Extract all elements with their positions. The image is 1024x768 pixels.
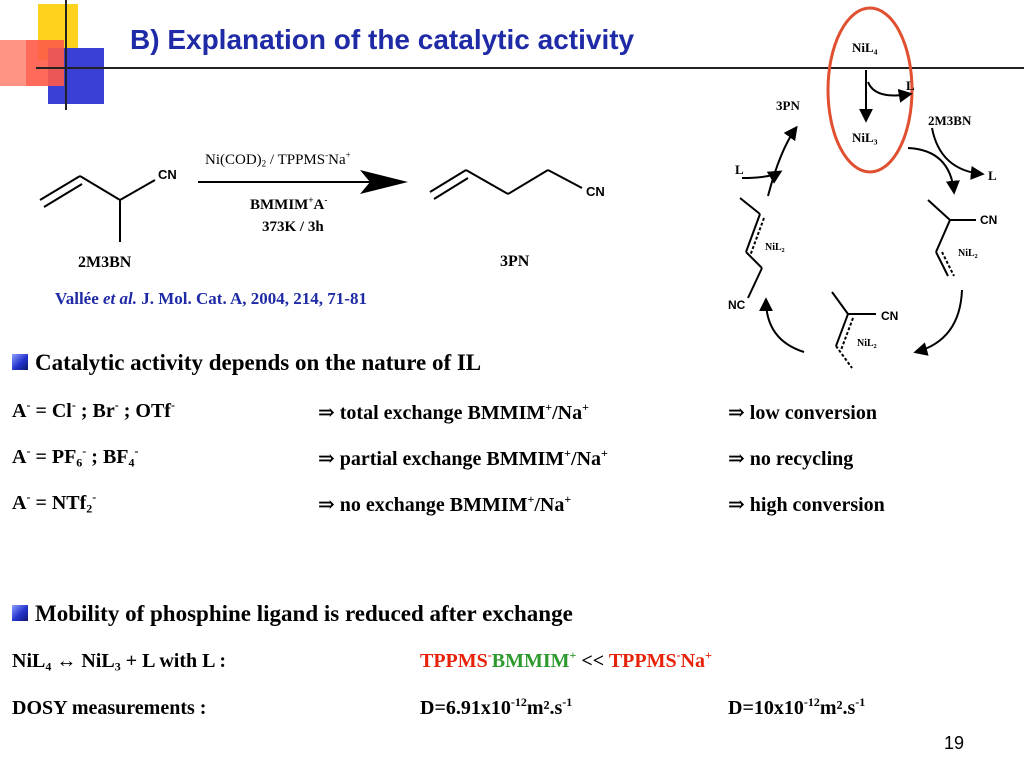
equilibrium-equation: NiL4 ↔ NiL3 + L with L : [12, 650, 226, 674]
catalyst-label: Ni(COD)2 / TPPMS-Na+ [205, 150, 351, 169]
catalytic-cycle [739, 6, 985, 369]
dosy-value-2: D=10x10-12m².s-1 [728, 695, 866, 719]
section1-heading: Catalytic activity depends on the nature… [12, 350, 481, 376]
cycle-nil2-right: NiL2 [958, 248, 978, 260]
cycle-nil2-left: NiL2 [765, 242, 785, 254]
solvent-label: BMMIM+A- [250, 195, 328, 213]
reactant-cn-label: CN [158, 167, 177, 182]
dosy-label: DOSY measurements : [12, 697, 207, 719]
bullet-square-icon [12, 354, 28, 370]
page-number: 19 [943, 733, 964, 753]
cycle-l-top: L [906, 78, 915, 93]
row3-anion: A- = NTf2- [12, 490, 97, 516]
product-cn-label: CN [586, 184, 605, 199]
cycle-nil2-bottom: NiL2 [857, 338, 877, 350]
bullet-square-icon [12, 605, 28, 621]
reaction-scheme [39, 169, 583, 242]
row2-result: ⇒ no recycling [728, 448, 854, 470]
highlight-circle [826, 6, 914, 174]
row2-exchange: ⇒ partial exchange BMMIM+/Na+ [318, 446, 608, 470]
conditions-label: 373K / 3h [262, 219, 324, 235]
row1-exchange: ⇒ total exchange BMMIM+/Na+ [318, 400, 589, 424]
cycle-2m3bn: 2M3BN [928, 113, 972, 128]
cycle-l-right: L [988, 168, 997, 183]
cycle-3pn: 3PN [776, 98, 800, 113]
dosy-value-1: D=6.91x10-12m².s-1 [420, 695, 573, 719]
section2-heading: Mobility of phosphine ligand is reduced … [12, 601, 573, 627]
row3-exchange: ⇒ no exchange BMMIM+/Na+ [318, 492, 572, 516]
cycle-nc-left: NC [728, 298, 746, 312]
product-name: 3PN [500, 253, 530, 270]
row3-result: ⇒ high conversion [728, 494, 885, 516]
ligand-comparison: TPPMS-BMMIM+ << TPPMS-Na+ [420, 648, 712, 672]
cycle-l-left: L [735, 162, 744, 177]
cycle-cn-bottom: CN [881, 309, 899, 323]
row2-anion: A- = PF6- ; BF4- [12, 444, 139, 470]
reference-citation[interactable]: Vallée et al. J. Mol. Cat. A, 2004, 214,… [55, 289, 367, 308]
reactant-name: 2M3BN [78, 254, 132, 271]
row1-result: ⇒ low conversion [728, 402, 877, 424]
cycle-cn-right: CN [980, 213, 998, 227]
page-title: B) Explanation of the catalytic activity [130, 24, 635, 55]
cycle-nil3: NiL3 [852, 130, 878, 147]
corner-decoration [0, 0, 1024, 110]
cycle-nil4: NiL4 [852, 40, 878, 57]
reaction-arrowhead [360, 170, 408, 194]
row1-anion: A- = Cl- ; Br- ; OTf- [12, 398, 175, 422]
